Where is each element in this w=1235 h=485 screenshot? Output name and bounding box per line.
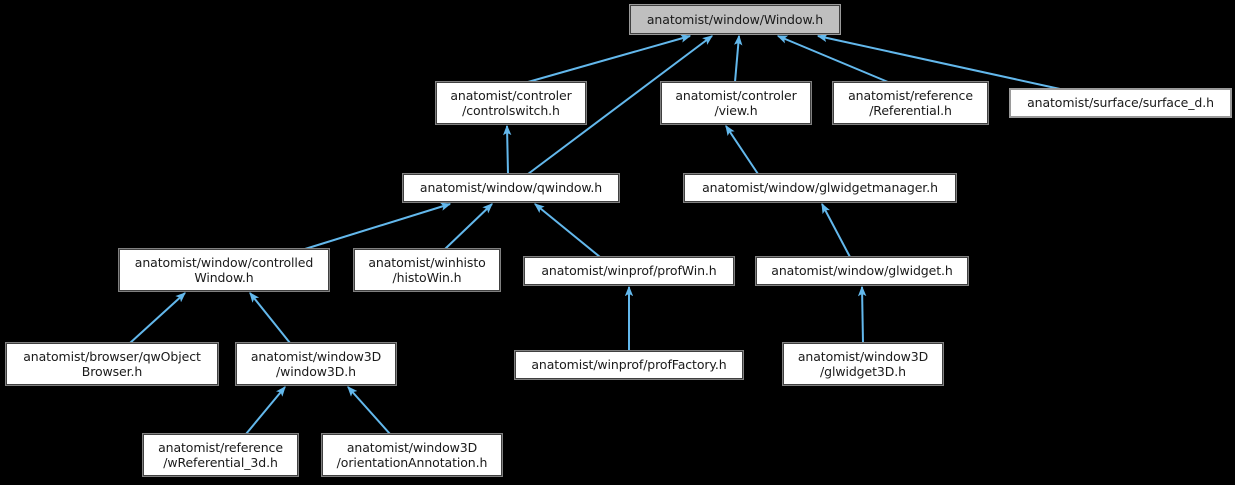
graph-node-label: anatomist/window3D /glwidget3D.h <box>797 348 929 380</box>
graph-node-glwidget3d[interactable]: anatomist/window3D /glwidget3D.h <box>782 342 944 386</box>
graph-node-qwobjectbrowser[interactable]: anatomist/browser/qwObject Browser.h <box>5 342 219 386</box>
graph-node-label: anatomist/window3D /window3D.h <box>250 348 382 380</box>
graph-node-histowin[interactable]: anatomist/winhisto /histoWin.h <box>353 248 501 292</box>
edge-qwindow-to-controlswitch <box>502 124 512 175</box>
edge-glwidgetmanager-to-view <box>725 125 759 175</box>
graph-node-view[interactable]: anatomist/controler /view.h <box>660 81 812 125</box>
graph-node-referential[interactable]: anatomist/reference /Referential.h <box>832 81 989 125</box>
graph-node-qwindow[interactable]: anatomist/window/qwindow.h <box>402 173 620 203</box>
graph-node-label: anatomist/winprof/profFactory.h <box>531 357 727 373</box>
graph-node-orientannot[interactable]: anatomist/window3D /orientationAnnotatio… <box>321 433 503 477</box>
graph-node-label: anatomist/window/glwidget.h <box>771 263 953 279</box>
edge-qwobjectbrowser-to-controlledwindow <box>129 292 186 344</box>
graph-node-label: anatomist/controler /controlswitch.h <box>450 87 572 119</box>
graph-node-label: anatomist/window3D /orientationAnnotatio… <box>336 439 488 471</box>
graph-node-window3d[interactable]: anatomist/window3D /window3D.h <box>235 342 397 386</box>
graph-node-surface_d[interactable]: anatomist/surface/surface_d.h <box>1009 88 1232 118</box>
graph-node-label: anatomist/reference /Referential.h <box>848 87 973 119</box>
edge-orientannot-to-window3d <box>347 386 391 435</box>
graph-node-label: anatomist/surface/surface_d.h <box>1027 95 1214 111</box>
graph-node-label: anatomist/controler /view.h <box>675 87 797 119</box>
edge-glwidget-to-glwidgetmanager <box>821 202 851 258</box>
graph-node-window[interactable]: anatomist/window/Window.h <box>629 4 841 35</box>
edge-glwidget3d-to-glwidget <box>857 285 867 344</box>
graph-node-controlswitch[interactable]: anatomist/controler /controlswitch.h <box>435 81 587 125</box>
graph-node-label: anatomist/window/Window.h <box>646 11 824 27</box>
graph-node-label: anatomist/window/controlled Window.h <box>134 254 314 286</box>
graph-node-glwidgetmanager[interactable]: anatomist/window/glwidgetmanager.h <box>683 173 957 203</box>
graph-node-label: anatomist/window/glwidgetmanager.h <box>702 180 938 196</box>
edge-profwin-to-qwindow <box>534 203 601 258</box>
graph-node-label: anatomist/winprof/profWin.h <box>541 263 717 279</box>
edge-referential-to-window <box>776 35 889 83</box>
graph-node-label: anatomist/reference /wReferential_3d.h <box>158 439 283 471</box>
graph-node-label: anatomist/winhisto /histoWin.h <box>368 254 486 286</box>
graph-node-wreferential3d[interactable]: anatomist/reference /wReferential_3d.h <box>142 433 299 477</box>
graph-node-glwidget[interactable]: anatomist/window/glwidget.h <box>755 256 969 286</box>
graph-node-label: anatomist/browser/qwObject Browser.h <box>23 348 201 380</box>
edge-controlswitch-to-window <box>527 34 692 83</box>
edge-view-to-window <box>734 34 743 83</box>
graph-node-controlledwindow[interactable]: anatomist/window/controlled Window.h <box>118 248 330 292</box>
graph-node-profwin[interactable]: anatomist/winprof/profWin.h <box>523 256 735 286</box>
edge-controlledwindow-to-qwindow <box>304 202 452 250</box>
graph-node-label: anatomist/window/qwindow.h <box>419 180 603 196</box>
edge-wreferential3d-to-window3d <box>245 386 286 435</box>
edge-window3d-to-controlledwindow <box>249 292 291 344</box>
graph-node-proffactory[interactable]: anatomist/winprof/profFactory.h <box>514 350 744 380</box>
edge-histowin-to-qwindow <box>444 203 493 250</box>
